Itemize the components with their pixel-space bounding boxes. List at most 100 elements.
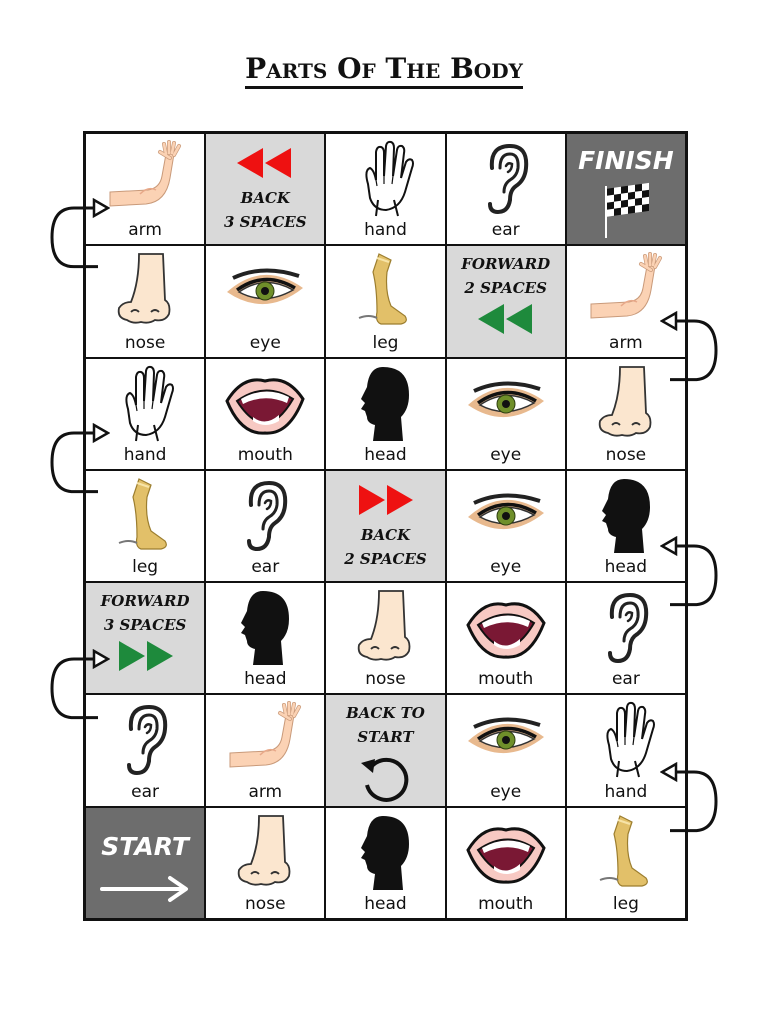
board-cell-head: head xyxy=(325,357,446,470)
instruction-line-2: 2 SPACES xyxy=(464,279,547,298)
mouth-icon xyxy=(447,589,565,667)
cell-label: arm xyxy=(609,332,643,353)
board-cell-special: FORWARD 2 SPACES xyxy=(445,245,566,358)
ear-icon xyxy=(447,140,565,218)
board-cell-ear: ear xyxy=(565,582,686,695)
special-instruction: BACK 3 SPACES xyxy=(206,186,324,234)
instruction-line-2: START xyxy=(357,728,414,747)
right-arrow-icon xyxy=(86,874,204,904)
green-double-right-icon xyxy=(86,639,204,673)
board-cell-special: BACK 2 SPACES xyxy=(325,469,446,583)
special-instruction: FORWARD 3 SPACES xyxy=(86,589,204,637)
cell-label: head xyxy=(364,893,407,914)
mouth-icon xyxy=(447,814,565,892)
board-cell-ear: ear xyxy=(205,469,326,583)
cell-label: head xyxy=(364,444,407,465)
eye-icon xyxy=(206,252,324,330)
turn-arrow-icon xyxy=(50,423,110,494)
board-cell-mouth: mouth xyxy=(445,806,566,919)
game-board: arm BACK 3 SPACES hand ear FINISH xyxy=(83,131,688,921)
special-instruction: BACK 2 SPACES xyxy=(326,523,444,571)
cell-label: nose xyxy=(605,444,647,465)
mouth-icon xyxy=(206,365,324,443)
board-cell-ear: ear xyxy=(445,133,566,246)
cell-label: mouth xyxy=(237,444,293,465)
cell-label: ear xyxy=(611,669,640,690)
cell-label: leg xyxy=(612,893,639,914)
eye-icon xyxy=(447,477,565,555)
board-cell-leg: leg xyxy=(565,806,686,919)
leg-icon xyxy=(326,252,444,330)
cell-label: head xyxy=(244,669,287,690)
cell-label: nose xyxy=(365,669,406,690)
page-title: Parts Of The Body xyxy=(0,52,768,89)
hand-icon xyxy=(326,140,444,218)
instruction-line-2: 3 SPACES xyxy=(224,213,307,231)
board-cell-nose: nose xyxy=(85,245,206,358)
eye-icon xyxy=(447,701,565,779)
board-cell-mouth: mouth xyxy=(205,357,326,470)
cell-label: ear xyxy=(251,557,280,578)
eye-icon xyxy=(447,365,565,443)
instruction-line-2: 2 SPACES xyxy=(344,549,427,568)
turn-arrow-icon xyxy=(50,197,110,268)
board-cell-head: head xyxy=(565,469,686,583)
arm-icon xyxy=(86,140,204,218)
board-cell-hand: hand xyxy=(85,357,206,470)
restart-circle-icon xyxy=(326,751,444,805)
board-cell-arm: arm xyxy=(565,245,686,358)
board-cell-nose: nose xyxy=(325,582,446,695)
cell-label: leg xyxy=(132,557,159,578)
page-title-text: Parts Of The Body xyxy=(245,52,523,89)
nose-icon xyxy=(206,814,324,892)
cell-label: eye xyxy=(490,781,522,802)
cell-label: arm xyxy=(128,220,162,241)
board-cell-special: FORWARD 3 SPACES xyxy=(85,582,206,695)
board-cell-eye: eye xyxy=(445,357,566,470)
board-cell-hand: hand xyxy=(325,133,446,246)
cell-label: hand xyxy=(604,781,648,802)
cell-label: eye xyxy=(490,444,522,465)
checkered-flag-icon xyxy=(567,178,685,238)
finish-cell: FINISH xyxy=(565,133,686,246)
nose-icon xyxy=(567,365,685,443)
green-double-left-icon xyxy=(447,302,565,336)
cell-label: arm xyxy=(248,781,283,802)
leg-icon xyxy=(567,814,685,892)
board-cell-nose: nose xyxy=(205,806,326,919)
board-cell-hand: hand xyxy=(565,694,686,807)
special-instruction: FORWARD 2 SPACES xyxy=(447,252,565,300)
turn-arrow-icon xyxy=(660,536,718,607)
arm-icon xyxy=(567,252,685,330)
instruction-line-1: FORWARD xyxy=(461,255,551,274)
board-cell-eye: eye xyxy=(445,469,566,583)
board-cell-special: BACK TO START xyxy=(325,694,446,807)
hand-icon xyxy=(567,701,685,779)
cell-label: leg xyxy=(372,332,399,353)
board-cell-arm: arm xyxy=(205,694,326,807)
board-cell-arm: arm xyxy=(85,133,206,246)
cell-label: ear xyxy=(491,220,520,241)
red-double-left-icon xyxy=(206,146,324,180)
instruction-line-1: FORWARD xyxy=(100,592,190,611)
start-label: START xyxy=(101,831,189,861)
instruction-line-1: BACK xyxy=(360,525,411,544)
ear-icon xyxy=(206,477,324,555)
board-cell-head: head xyxy=(325,806,446,919)
cell-label: ear xyxy=(131,781,160,802)
red-double-right-icon xyxy=(326,483,444,517)
board-cell-mouth: mouth xyxy=(445,582,566,695)
arm-icon xyxy=(206,701,324,779)
nose-icon xyxy=(326,589,444,667)
instruction-line-2: 3 SPACES xyxy=(103,616,187,635)
cell-label: hand xyxy=(364,220,407,241)
turn-arrow-icon xyxy=(50,649,110,720)
finish-label: FINISH xyxy=(578,146,674,175)
board-cell-special: BACK 3 SPACES xyxy=(205,133,326,246)
cell-label: eye xyxy=(249,332,281,353)
board-cell-head: head xyxy=(205,582,326,695)
instruction-line-1: BACK xyxy=(240,189,290,207)
head-icon xyxy=(567,477,685,555)
start-cell: START xyxy=(85,806,206,919)
head-icon xyxy=(326,814,444,892)
